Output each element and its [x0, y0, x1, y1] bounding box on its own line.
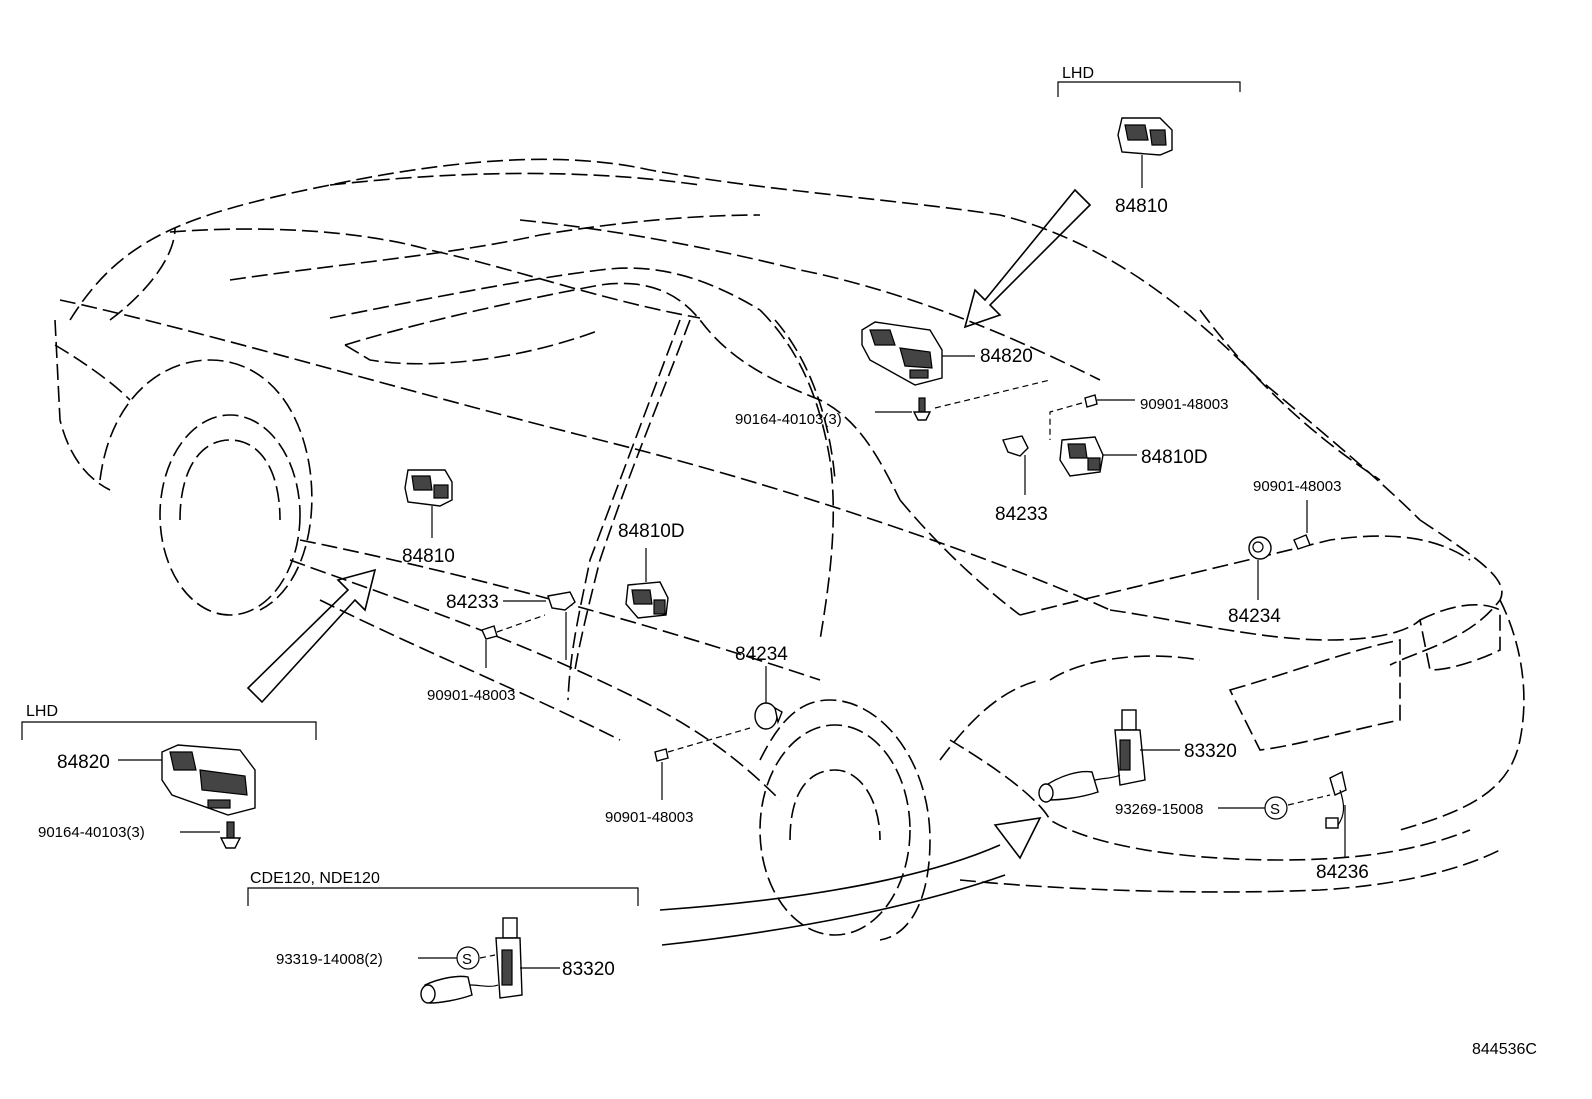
symbol-s-rear	[1218, 794, 1331, 820]
part-90901-bolt-c	[481, 614, 546, 668]
part-84233-left	[503, 591, 576, 660]
car-body-outline	[54, 158, 1525, 941]
bracket-lhd-top	[1057, 81, 1241, 97]
label-84810D-door: 84810D	[618, 521, 685, 542]
part-90901-bolt-b	[1293, 500, 1311, 550]
part-84820-master-switch	[861, 321, 975, 386]
label-84236: 84236	[1316, 862, 1369, 883]
part-90164-screw-left	[180, 821, 242, 849]
part-84234-mid	[754, 666, 783, 730]
arrow-to-rear-door	[963, 188, 1092, 329]
part-84236-sensor	[1325, 770, 1347, 858]
symbol-s-rear-text: S	[1270, 801, 1280, 818]
bracket-lhd-left	[21, 721, 317, 740]
label-84810-top: 84810	[1115, 196, 1168, 217]
arrow-to-front-door	[246, 568, 377, 704]
part-84810D-door-switch	[625, 548, 669, 619]
bracket-engine-variant	[247, 887, 639, 906]
part-84233-right	[1002, 435, 1029, 495]
label-90164-left: 90164-40103(3)	[38, 824, 145, 841]
label-84233-left: 84233	[446, 592, 499, 613]
section-lhd-left-label: LHD	[26, 703, 58, 720]
label-84810-door: 84810	[402, 546, 455, 567]
part-84810-door-switch	[404, 469, 453, 538]
label-83320-bottom: 83320	[562, 959, 615, 980]
label-90901-c: 90901-48003	[427, 687, 515, 704]
label-90901-a: 90901-48003	[1140, 396, 1228, 413]
part-90901-bolt-d	[654, 727, 751, 800]
part-84234-right	[1248, 536, 1272, 600]
label-84234-mid: 84234	[735, 644, 788, 665]
part-84820-left-master-switch	[118, 744, 256, 816]
label-90164-top: 90164-40103(3)	[735, 411, 842, 428]
part-83320-bottom-assembly	[420, 917, 560, 1004]
part-90901-bolt-a	[1049, 394, 1135, 440]
label-90901-d: 90901-48003	[605, 809, 693, 826]
label-83320-rear: 83320	[1184, 741, 1237, 762]
label-84810D-right: 84810D	[1141, 447, 1208, 468]
symbol-s-bottom	[418, 946, 496, 970]
label-84233-right: 84233	[995, 504, 1048, 525]
part-84810-top-switch	[1117, 117, 1173, 188]
section-lhd-top-label: LHD	[1062, 65, 1094, 82]
label-84234-right: 84234	[1228, 606, 1281, 627]
label-84820-left: 84820	[57, 752, 110, 773]
label-84820-top: 84820	[980, 346, 1033, 367]
label-93319: 93319-14008(2)	[276, 951, 383, 968]
part-90164-screw-top	[875, 379, 1051, 421]
label-93269: 93269-15008	[1115, 801, 1203, 818]
part-83320-rear-assembly	[1038, 709, 1180, 803]
diagram-id: 844536C	[1472, 1041, 1537, 1058]
section-engine-variant-label: CDE120, NDE120	[250, 870, 380, 887]
arrow-to-trunk	[659, 816, 1042, 946]
label-90901-b: 90901-48003	[1253, 478, 1341, 495]
symbol-s-bottom-text: S	[462, 951, 472, 968]
part-84810D-right-switch	[1059, 436, 1137, 477]
